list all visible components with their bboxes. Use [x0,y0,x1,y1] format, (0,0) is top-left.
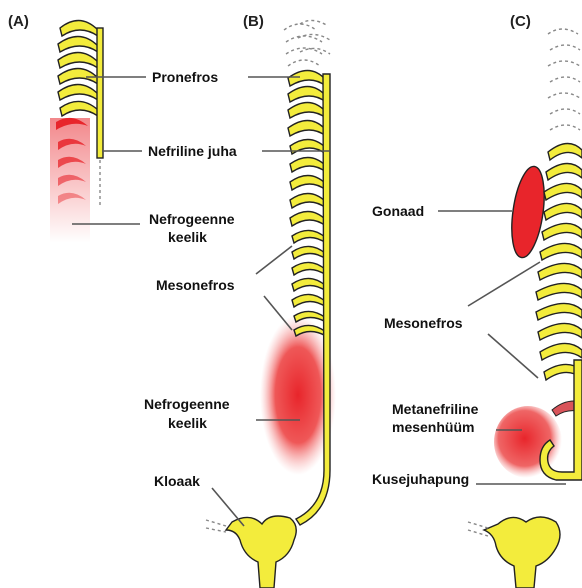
label-metanefriline-line1: Metanefriline [392,401,479,417]
label-gonaad: Gonaad [372,203,424,219]
label-metanefriline-line2: mesenhüüm [392,419,474,435]
panel-c-gonad [507,164,550,259]
label-mesonefros-c: Mesonefros [384,315,463,331]
panel-b-letter: (B) [243,13,264,30]
panel-a-pronephros-tubules [58,20,98,116]
label-kusejuhapung: Kusejuhapung [372,471,469,487]
panel-c-cloaca [468,517,560,588]
label-nefrogeenne-keelik-b-line2: keelik [168,415,207,431]
panel-c-degenerated-pronephros [548,29,580,130]
label-kloaak: Kloaak [154,473,200,489]
label-nefrogeenne-keelik-b-line1: Nefrogeenne [144,396,230,412]
label-pronefros: Pronefros [152,69,218,85]
label-nefrogeenne-keelik-a-line2: keelik [168,229,207,245]
label-nefriline-juha: Nefriline juha [148,143,237,159]
panel-b-mesonephros-tubules [288,70,326,336]
panel-a-illustration [50,20,103,243]
panel-c-illustration [468,29,582,588]
panel-a-nephric-duct [97,28,103,158]
panel-a-letter: (A) [8,13,29,30]
panel-c-letter: (C) [510,13,531,30]
panel-b-degenerated-pronephros [284,20,330,66]
label-mesonefros-b: Mesonefros [156,277,235,293]
label-nefrogeenne-keelik-a-line1: Nefrogeenne [149,211,235,227]
panel-b-cloaca [206,516,296,588]
